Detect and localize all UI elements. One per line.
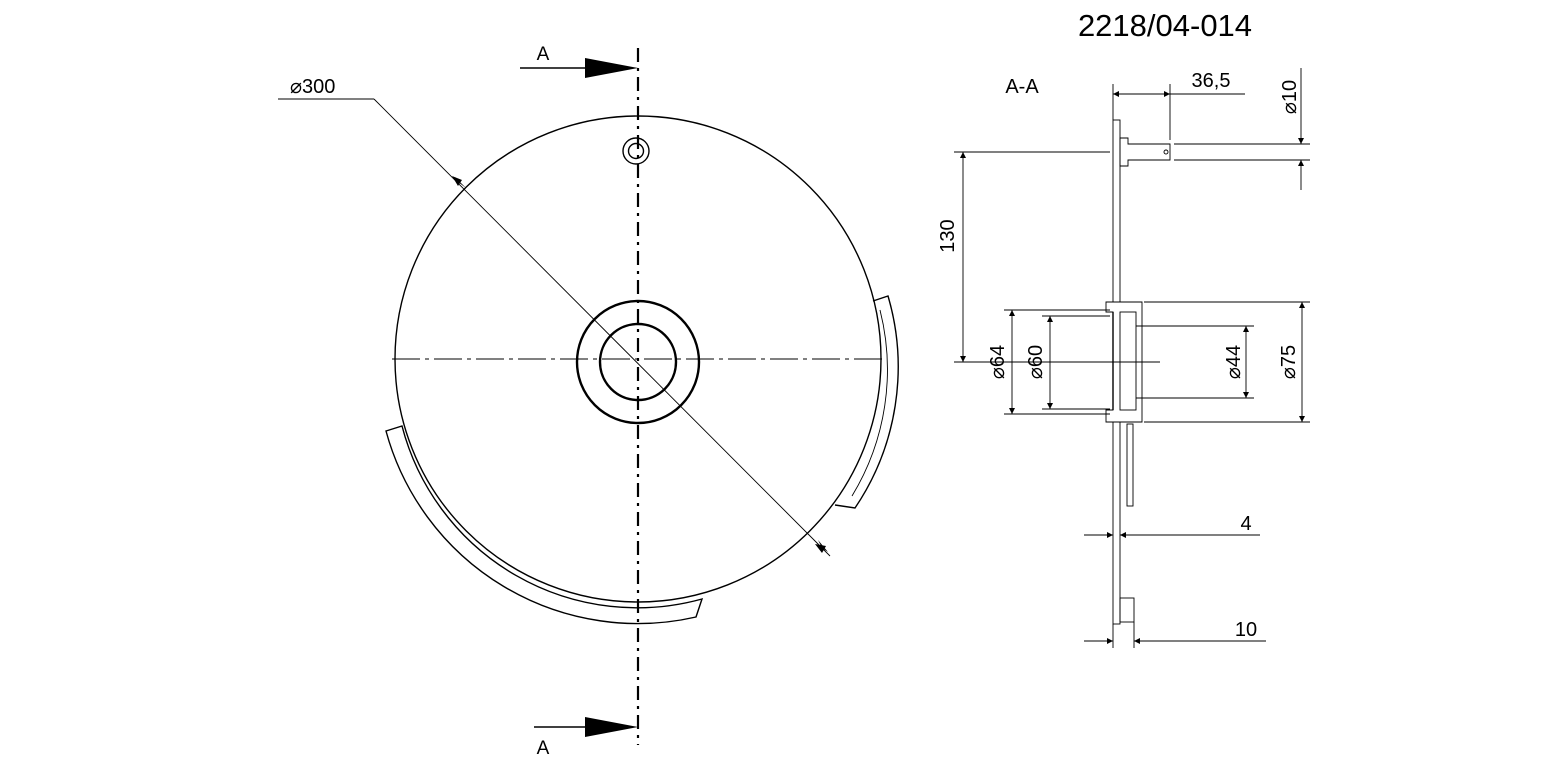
rim-rib xyxy=(1126,423,1134,507)
dim-outer-diameter: ⌀300 xyxy=(278,76,831,557)
pin-hole-mark xyxy=(1163,149,1169,155)
cut-label-bottom: A xyxy=(537,738,550,759)
plate-section-lower xyxy=(1112,421,1121,625)
dim-hub-75-label: ⌀75 xyxy=(1278,345,1300,379)
plate-section xyxy=(1112,119,1121,303)
dim-rim-width: 10 xyxy=(1084,619,1266,648)
front-view: A A ⌀300 xyxy=(278,44,899,759)
dim-pin-radius-label: 130 xyxy=(937,219,959,252)
dim-outer-diameter-label: ⌀300 xyxy=(290,76,335,98)
dim-pin-offset-label: 36,5 xyxy=(1192,70,1231,92)
dim-hub-64-label: ⌀64 xyxy=(987,345,1009,379)
dim-rim-width-label: 10 xyxy=(1235,619,1257,641)
hub-section xyxy=(1105,301,1143,423)
dim-hub-44-label: ⌀44 xyxy=(1223,345,1245,379)
section-arrow-bottom: A xyxy=(534,717,638,759)
dim-pin-radius: 130 xyxy=(937,151,1110,363)
rim-segment-right xyxy=(834,295,899,509)
rim-segment-right-inner xyxy=(851,309,888,497)
dim-pin-offset: 36,5 xyxy=(1112,70,1245,140)
section-title: A-A xyxy=(1005,76,1039,98)
pin-inner xyxy=(627,142,645,160)
rim-segment-left xyxy=(385,425,704,625)
dim-hub-60-label: ⌀60 xyxy=(1025,345,1047,379)
dim-hub-64-60: ⌀64 ⌀60 xyxy=(987,309,1110,415)
cut-label-top: A xyxy=(537,44,550,65)
hub-bore xyxy=(1119,311,1137,411)
section-arrow-top: A xyxy=(520,44,638,78)
dim-pin-diameter: ⌀10 xyxy=(1174,68,1310,190)
section-view: A-A 36,5 ⌀10 xyxy=(937,68,1310,648)
dim-hub-44-75: ⌀44 ⌀75 xyxy=(1136,301,1310,423)
pin-outer xyxy=(622,137,650,165)
drawing-number: 2218/04-014 xyxy=(1078,8,1252,43)
dim-plate-thickness: 4 xyxy=(1084,513,1260,538)
dim-pin-diameter-label: ⌀10 xyxy=(1279,80,1301,114)
pin-boss-section xyxy=(1119,137,1171,167)
rim-foot xyxy=(1119,597,1135,623)
dim-plate-thickness-label: 4 xyxy=(1240,513,1251,535)
